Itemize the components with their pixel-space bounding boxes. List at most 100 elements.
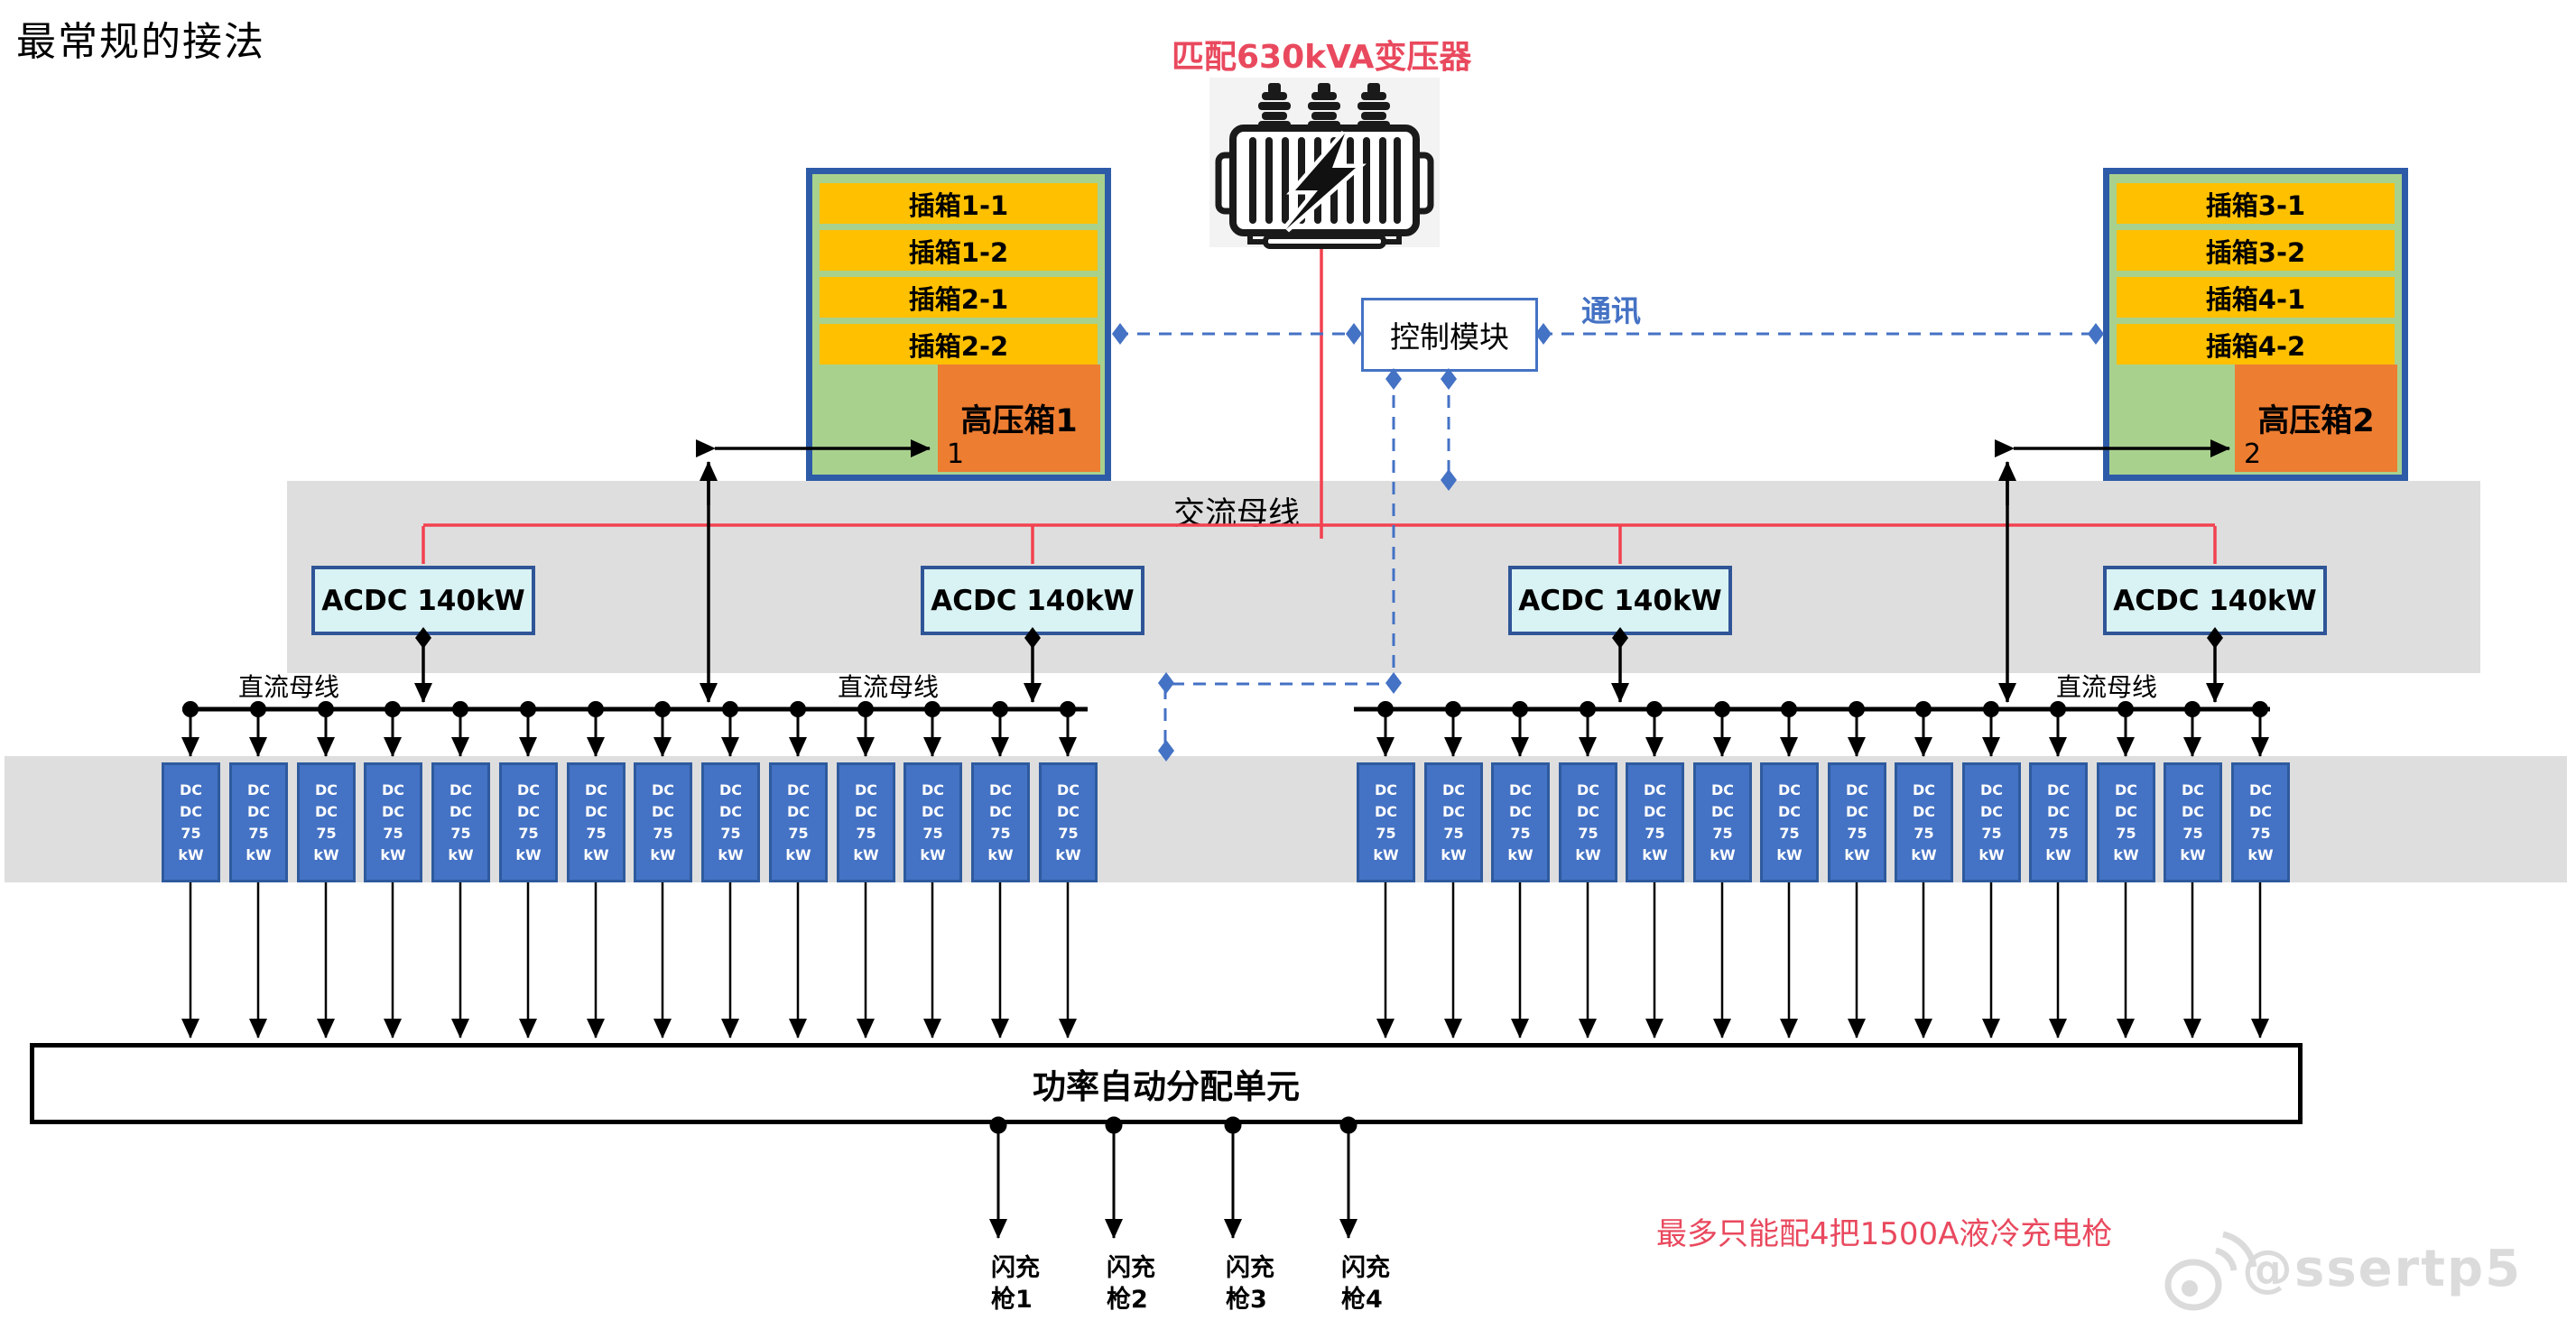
ac-bus-label: 交流母线 xyxy=(1173,496,1301,532)
hv-box-2-number: 2 xyxy=(2244,438,2262,470)
acdc-unit-3: ACDC 140kW xyxy=(1508,566,1732,635)
dcdc-module-text-line: kW xyxy=(583,845,609,863)
dcdc-module-text-line: DC xyxy=(854,780,878,798)
dcdc-module-text-line: kW xyxy=(650,845,676,863)
dcdc-module-text-line: DC xyxy=(1576,802,1600,820)
dcdc-module-text-line: DC xyxy=(314,802,338,820)
dcdc-module-text-line: DC xyxy=(1643,780,1667,798)
dcdc-module-text-line: DC xyxy=(2114,802,2138,820)
dcdc-module-text-line: DC xyxy=(1777,802,1802,820)
dcdc-module-text-line: DC xyxy=(1441,802,1466,820)
lightning-bolt-icon xyxy=(1283,131,1367,233)
gun-label-line2: 枪1 xyxy=(991,1286,1033,1315)
dcdc-module-text-line: DC xyxy=(651,802,675,820)
power-distribution-unit-label: 功率自动分配单元 xyxy=(1033,1067,1300,1106)
dcdc-module-text-line: kW xyxy=(2113,845,2139,863)
dcdc-module-text-line: 75 xyxy=(653,824,673,842)
dcdc-module-text-line: DC xyxy=(381,802,405,820)
hv-box-2: 高压箱2 2 xyxy=(2235,365,2397,472)
dcdc-module-text-line: DC xyxy=(2248,780,2273,798)
max-guns-note: 最多只能配4把1500A液冷充电枪 xyxy=(1656,1216,2113,1252)
dcdc-module-text-line: DC xyxy=(1845,802,1869,820)
dcdc-module-22: DC DC 75 kW xyxy=(1828,762,1886,882)
dcdc-module-text-line: DC xyxy=(1056,802,1080,820)
dcdc-module-text-line: DC xyxy=(718,802,743,820)
dcdc-module-text-line: 75 xyxy=(1981,824,2002,842)
dcdc-module-text-line: 75 xyxy=(248,824,269,842)
dcdc-module-text-line: 75 xyxy=(2048,824,2069,842)
dcdc-module-text-line: 75 xyxy=(450,824,471,842)
dcdc-module-text-line: 75 xyxy=(316,824,337,842)
dcdc-module-text-line: DC xyxy=(1508,802,1533,820)
dcdc-module-text-line: kW xyxy=(313,845,339,863)
dcdc-module-text-line: DC xyxy=(1710,780,1735,798)
dcdc-module-text-line: DC xyxy=(1912,780,1936,798)
gun-label-line2: 枪3 xyxy=(1226,1286,1267,1315)
hv-box-1: 高压箱1 1 xyxy=(938,365,1100,472)
dcdc-module-text-line: DC xyxy=(2046,780,2071,798)
dcdc-module-text-line: DC xyxy=(1374,780,1398,798)
dcdc-module-text-line: 75 xyxy=(1913,824,1934,842)
dcdc-module-text-line: DC xyxy=(2181,802,2205,820)
dcdc-module-text-line: DC xyxy=(314,780,338,798)
dcdc-module-text-line: kW xyxy=(1575,845,1601,863)
dcdc-module-text-line: 75 xyxy=(1376,824,1396,842)
dcdc-module-text-line: DC xyxy=(584,802,608,820)
dcdc-module-text-line: 75 xyxy=(1645,824,1665,842)
dcdc-module-text-line: DC xyxy=(1979,780,2004,798)
dcdc-module-text-line: 75 xyxy=(1847,824,1867,842)
dcdc-module-text-line: DC xyxy=(516,780,541,798)
dcdc-module-text-line: DC xyxy=(2114,780,2138,798)
cabinet-right-slot-3: 插箱4-1 xyxy=(2117,277,2395,318)
transformer-label: 匹配630kVA变压器 xyxy=(1172,39,1472,76)
dcdc-module-text-line: kW xyxy=(1642,845,1668,863)
dcdc-module-text-line: DC xyxy=(2046,802,2071,820)
dcdc-module-text-line: DC xyxy=(1374,802,1398,820)
gun-label-line1: 闪充 xyxy=(1226,1254,1274,1282)
acdc-unit-1: ACDC 140kW xyxy=(311,566,535,635)
dcdc-module-text-line: DC xyxy=(2181,780,2205,798)
dcdc-module-text-line: kW xyxy=(718,845,744,863)
transformer-icon xyxy=(1209,78,1440,249)
cabinet-right-slot-2: 插箱3-2 xyxy=(2117,230,2395,271)
dcdc-module-text-line: DC xyxy=(854,802,878,820)
power-distribution-unit: 功率自动分配单元 xyxy=(30,1043,2303,1124)
gun-label-1: 闪充枪1 xyxy=(991,1252,1040,1315)
dcdc-module-text-line: 75 xyxy=(922,824,943,842)
dcdc-module-text-line: 75 xyxy=(788,824,809,842)
dcdc-module-text-line: 75 xyxy=(2250,824,2271,842)
gun-label-4: 闪充枪4 xyxy=(1341,1252,1390,1315)
dcdc-module-text-line: kW xyxy=(920,845,946,863)
dcdc-module-text-line: 75 xyxy=(990,824,1011,842)
dcdc-module-text-line: DC xyxy=(1912,802,1936,820)
dcdc-module-text-line: 75 xyxy=(181,824,201,842)
dcdc-module-text-line: DC xyxy=(651,780,675,798)
transformer-fins xyxy=(1249,137,1401,224)
dcdc-module-text-line: kW xyxy=(178,845,204,863)
dcdc-module-text-line: 75 xyxy=(1712,824,1733,842)
dcdc-module-text-line: kW xyxy=(1978,845,2005,863)
gun-stems xyxy=(989,1116,1357,1239)
dcdc-module-text-line: 75 xyxy=(1510,824,1531,842)
dcdc-module-text-line: kW xyxy=(1710,845,1736,863)
control-module-box: 控制模块 xyxy=(1361,298,1538,372)
dcdc-module-text-line: DC xyxy=(1508,780,1533,798)
dcdc-module-text-line: DC xyxy=(381,780,405,798)
acdc-unit-4: ACDC 140kW xyxy=(2103,566,2327,635)
dcdc-module-text-line: DC xyxy=(1845,780,1869,798)
dcdc-module-text-line: kW xyxy=(1844,845,1870,863)
dcdc-module-text-line: kW xyxy=(1776,845,1802,863)
